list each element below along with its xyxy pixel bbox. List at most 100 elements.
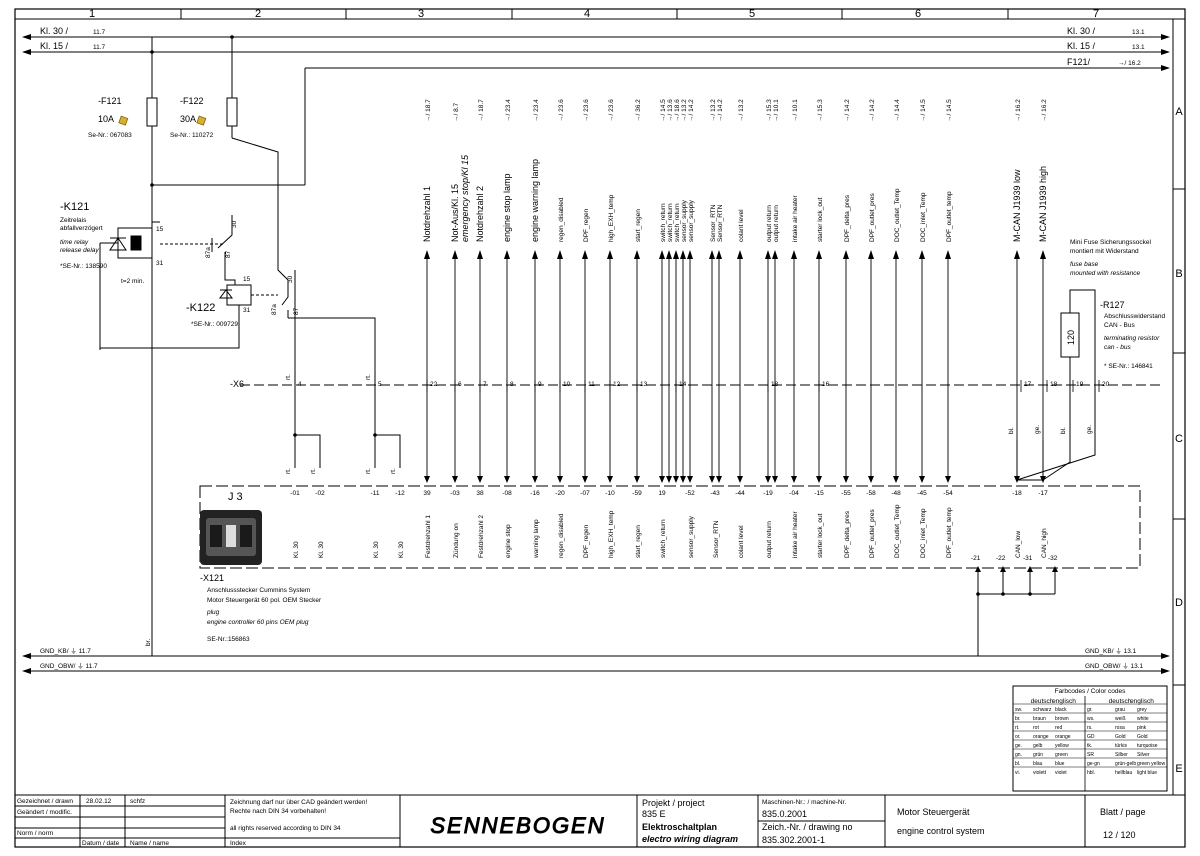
wire-color-label: rt. xyxy=(310,468,317,474)
signal-arrow xyxy=(919,250,925,259)
kl15-left-ref: 11.7 xyxy=(93,44,106,51)
diode-k121 xyxy=(109,237,127,251)
diagram-type-en: electro wiring diagram xyxy=(642,834,738,844)
connector-j3-tag: J 3 xyxy=(228,491,243,503)
signal-ref: →/ 36.2 xyxy=(635,99,642,122)
resistor-en4: can - bus xyxy=(1104,344,1131,351)
x6-pin-number: 8 xyxy=(510,381,514,388)
signal-ref: →/ 18.7 xyxy=(425,99,432,122)
color-table-cell: tk. xyxy=(1087,743,1092,749)
plug-pin-label: DOC_inlet_Temp xyxy=(920,508,927,558)
resistor-en1: fuse base xyxy=(1070,261,1099,268)
plug-pin-label: CAN_low xyxy=(1015,531,1022,558)
supply-rails xyxy=(25,36,1168,672)
signal-arrow xyxy=(1014,250,1020,259)
resistor-tag: -R127 xyxy=(1100,300,1125,310)
plug-pin-number: -59 xyxy=(632,490,642,497)
relay-k122-pin: 30 xyxy=(287,275,294,283)
signal-ref: →/ 14.5 xyxy=(660,99,667,122)
signal-wire: →/ 14.5 switch_return xyxy=(659,99,667,483)
index-label: Index xyxy=(230,840,247,847)
title-block-grid xyxy=(15,794,1185,847)
relay-k122-pin: 31 xyxy=(243,307,251,314)
x6-pin-number: 7 xyxy=(483,381,487,388)
ground-pin: -22 xyxy=(996,555,1006,562)
signal-arrow xyxy=(673,250,679,259)
connector-en1: plug xyxy=(206,609,220,616)
signal-ref: →/ 14.2 xyxy=(844,99,851,122)
signal-arrow xyxy=(477,476,483,483)
signal-label: starter lock_out xyxy=(817,197,824,242)
signal-label: engine warning lamp xyxy=(530,159,540,242)
gnd-kb-left-label: GND_KB/ ⏚ 11.7 xyxy=(40,647,91,655)
x6-pin-number: 12 xyxy=(613,381,621,388)
plug-pin-number: -12 xyxy=(395,490,405,497)
column-number: 4 xyxy=(584,8,590,20)
signal-label: switch_return xyxy=(660,203,667,242)
signal-arrow xyxy=(477,250,483,259)
x6-label: -X6 xyxy=(230,379,244,389)
sheet-title-de: Motor Steuergerät xyxy=(897,807,970,817)
signal-ref: →/ 16.2 xyxy=(1015,99,1022,122)
signal-arrow xyxy=(452,476,458,483)
color-table-cell: grün-gelb xyxy=(1115,761,1136,767)
signal-label-en: emergency stop/Kl 15 xyxy=(460,154,470,242)
plug-pin-number: 39 xyxy=(423,490,431,497)
signal-label: DPF_regen xyxy=(583,208,590,242)
signal-arrow xyxy=(607,250,613,259)
signal-arrow xyxy=(1040,250,1046,259)
color-table-title: Farbcodes / Color codes xyxy=(1055,688,1127,695)
color-table-cell: GD xyxy=(1087,734,1095,740)
signal-ref: →/ 13.2 xyxy=(710,99,717,122)
kl30-right-label: Kl. 30 / xyxy=(1067,26,1096,36)
plug-pin-number: -15 xyxy=(814,490,824,497)
fuse-f121-rating: 10A xyxy=(98,114,114,124)
relay-k122-pin: 87 xyxy=(293,307,300,315)
signal-ref: →/ 13.6 xyxy=(667,99,674,122)
column-number: 2 xyxy=(255,8,261,20)
column-number: 3 xyxy=(418,8,424,20)
norm-label: Norm / norm xyxy=(17,830,53,837)
relay-k122-se: *SE-Nr.: 009729 xyxy=(191,321,238,328)
project-label: Projekt / project xyxy=(642,798,705,808)
kl30-right-ref: 13.1 xyxy=(1132,29,1145,36)
signal-arrow xyxy=(945,250,951,259)
plug-pin-number: -07 xyxy=(580,490,590,497)
signal-arrow xyxy=(659,250,665,259)
plug-pin-label: colant level xyxy=(738,525,745,558)
color-table-cell: Gold xyxy=(1137,734,1148,740)
plug-pin-number: 19 xyxy=(658,490,666,497)
signal-arrow xyxy=(687,476,693,483)
signal-arrow xyxy=(424,476,430,483)
signal-arrow xyxy=(582,476,588,483)
signal-label: switch_return xyxy=(667,203,674,242)
x6-pin-number: 20 xyxy=(1102,381,1110,388)
signal-arrow xyxy=(666,250,672,259)
plug-pin-number: -16 xyxy=(530,490,540,497)
signal-label: start_regen xyxy=(635,209,642,242)
color-table-cell: braun xyxy=(1033,716,1046,722)
signal-arrow xyxy=(868,250,874,259)
signal-label: M-CAN J1939 high xyxy=(1038,166,1048,242)
column-number: 6 xyxy=(915,8,921,20)
signal-label: Sensor_RTN xyxy=(717,204,724,242)
signal-arrow xyxy=(687,250,693,259)
signal-arrow xyxy=(765,476,771,483)
fuse-f121-tag: -F121 xyxy=(98,96,122,106)
signal-arrow xyxy=(893,250,899,259)
machine-value: 835.0.2001 xyxy=(762,809,807,819)
relay-k122-coil xyxy=(226,284,252,306)
x6-pin-number: 11 xyxy=(588,381,595,388)
relay-k121-tag: -K121 xyxy=(60,201,89,213)
signal-arrow xyxy=(532,476,538,483)
signal-label: M-CAN J1939 low xyxy=(1012,169,1022,242)
relay-k121-en1: time relay xyxy=(60,239,89,246)
color-table-border xyxy=(1012,685,1168,792)
wire-color-label: rt. xyxy=(365,374,372,380)
ground-pin: -31 xyxy=(1023,555,1033,562)
x6-pin-number: 18 xyxy=(1050,381,1058,388)
